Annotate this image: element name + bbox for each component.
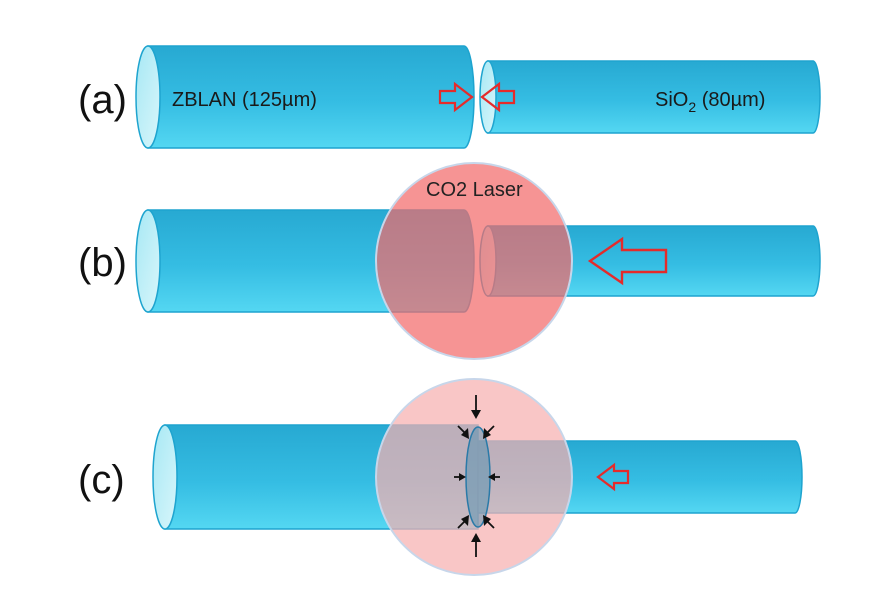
panel-b: (b) CO2 Laser <box>78 162 821 360</box>
arrow-right-small-icon <box>454 473 466 481</box>
small-push-arrow-icon <box>596 462 630 492</box>
sio2-label: SiO2 (80µm) <box>655 89 765 115</box>
splice-joint <box>465 426 491 528</box>
panel-a-label: (a) <box>78 78 127 122</box>
arrow-diag-icon <box>457 515 469 529</box>
laser-spot-b <box>375 162 573 360</box>
arrow-diag-icon <box>483 515 495 529</box>
arrow-right-icon <box>438 81 474 113</box>
arrow-left-icon <box>480 81 516 113</box>
laser-label: CO2 Laser <box>426 179 523 201</box>
arrow-down-icon <box>471 395 481 419</box>
arrow-up-icon <box>471 533 481 557</box>
panel-a: (a) ZBLAN (125µm) SiO2 (80µm) <box>78 45 821 149</box>
push-arrow-icon <box>587 236 668 286</box>
panel-c: (c) <box>78 378 803 576</box>
zblan-label: ZBLAN (125µm) <box>172 89 317 111</box>
arrow-diag-icon <box>457 425 469 439</box>
arrow-diag-icon <box>483 425 495 439</box>
arrow-left-small-icon <box>488 473 500 481</box>
panel-b-label: (b) <box>78 241 127 285</box>
sio2-fiber-a <box>479 60 821 134</box>
compression-arrows <box>454 395 500 557</box>
zblan-fiber-a <box>135 45 475 149</box>
panel-c-label: (c) <box>78 458 125 502</box>
